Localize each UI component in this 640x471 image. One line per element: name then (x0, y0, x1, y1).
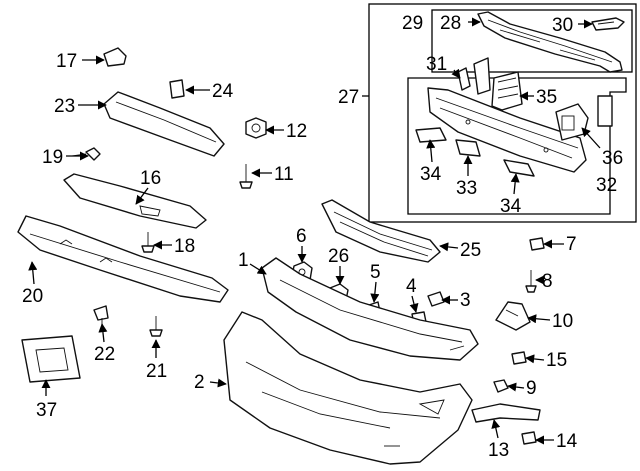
screw-14-part (521, 431, 537, 445)
upper-absorber-23-part (103, 91, 225, 157)
callout-29: 29 (402, 13, 423, 34)
callout-7: 7 (566, 234, 577, 255)
callout-30: 30 (552, 15, 573, 36)
bracket-10-part (495, 301, 531, 331)
clip-3-part (427, 291, 445, 307)
inset-box-27 (368, 3, 637, 223)
callout-32: 32 (596, 175, 617, 196)
callout-28: 28 (440, 13, 461, 34)
bolt-19-part (71, 147, 101, 161)
clip-24-part (169, 79, 185, 99)
callout-10: 10 (552, 311, 573, 332)
callout-2: 2 (194, 372, 205, 393)
bolt-11-part (239, 164, 253, 189)
callout-34-right: 34 (500, 196, 522, 217)
callout-23: 23 (54, 96, 75, 117)
callout-26: 26 (328, 246, 349, 267)
callout-37: 37 (36, 400, 57, 421)
callout-11: 11 (274, 164, 294, 185)
bracket-13-part (471, 403, 541, 423)
callout-19: 19 (42, 147, 63, 168)
callout-4: 4 (406, 276, 417, 297)
nut-9-part (493, 379, 509, 393)
callout-15: 15 (546, 350, 567, 371)
bracket-34-right-part (503, 159, 535, 177)
callout-20: 20 (22, 286, 43, 307)
callout-5: 5 (370, 262, 381, 283)
callout-12: 12 (286, 121, 307, 142)
callout-3: 3 (460, 290, 471, 311)
inset-box-28 (431, 9, 633, 73)
upper-tie-bar-part (477, 11, 623, 73)
callout-18: 18 (174, 236, 195, 257)
bracket-31-part (457, 67, 471, 91)
bumper-cover-2-part (223, 311, 473, 465)
callout-9: 9 (526, 378, 537, 399)
nut-12-part (245, 117, 267, 139)
bolt-8-part (525, 270, 537, 293)
bracket-34-left-part (415, 127, 447, 143)
bumper-cover-upper-1-part (261, 257, 479, 361)
bolt-21-part (149, 316, 163, 337)
air-deflector-20-part (17, 215, 229, 303)
bracket-36-part (555, 95, 613, 141)
callout-6: 6 (296, 226, 307, 247)
clip-22-part (93, 305, 109, 328)
callout-21: 21 (146, 361, 167, 382)
callout-33: 33 (456, 178, 477, 199)
clip-17-part (103, 47, 127, 67)
inset-box-32 (407, 77, 627, 215)
callout-24: 24 (212, 81, 234, 102)
callout-8: 8 (542, 271, 553, 292)
callout-36: 36 (602, 148, 623, 169)
callout-34-left: 34 (420, 164, 442, 185)
bracket-30-part (591, 17, 625, 31)
callout-27: 27 (338, 87, 359, 108)
callout-31: 31 (426, 54, 447, 75)
callout-17: 17 (56, 51, 77, 72)
screw-7-part (529, 237, 545, 251)
license-bracket-37-part (21, 335, 81, 383)
callout-25: 25 (460, 240, 481, 261)
callout-16: 16 (140, 168, 161, 189)
callout-13: 13 (488, 440, 509, 461)
callout-35: 35 (536, 87, 557, 108)
impact-bar-part (427, 87, 587, 173)
bolt-18-part (141, 232, 155, 253)
callout-14: 14 (556, 431, 578, 452)
lower-absorber-16-part (63, 173, 207, 229)
callout-1: 1 (238, 250, 249, 271)
callout-22: 22 (94, 344, 115, 365)
absorber-35-part (473, 57, 523, 111)
bracket-33-part (455, 139, 481, 157)
grille-25-part (321, 199, 441, 263)
screw-15-part (511, 351, 527, 365)
